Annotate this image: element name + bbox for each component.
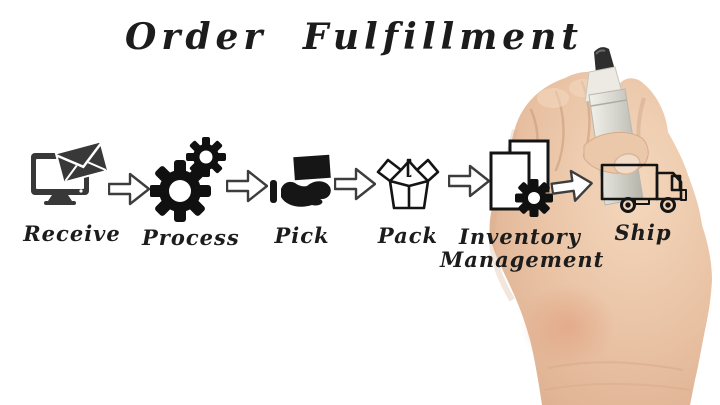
- block-arrow-right-icon: [226, 169, 268, 203]
- step-label-ship: Ship: [614, 220, 672, 245]
- block-arrow-right-icon: [108, 172, 150, 206]
- step-label-inventory-management: Inventory Management: [440, 224, 605, 272]
- block-arrow-right-icon: [448, 164, 490, 198]
- open-box-icon: [376, 158, 440, 210]
- block-arrow-right-icon: [334, 167, 376, 201]
- step-label-pick: Pick: [274, 223, 330, 248]
- documents-gear-icon: [489, 139, 553, 217]
- block-arrow-right-icon: [550, 169, 594, 202]
- hand-holding-box-icon: [270, 154, 331, 207]
- gears-icon: [150, 137, 226, 222]
- monitor-email-icon: [31, 140, 108, 205]
- delivery-truck-icon: [600, 163, 687, 213]
- diagram-title: Order Fulfillment: [125, 16, 583, 58]
- step-label-pack: Pack: [377, 223, 439, 248]
- step-label-process: Process: [142, 225, 240, 250]
- step-label-receive: Receive: [23, 221, 121, 246]
